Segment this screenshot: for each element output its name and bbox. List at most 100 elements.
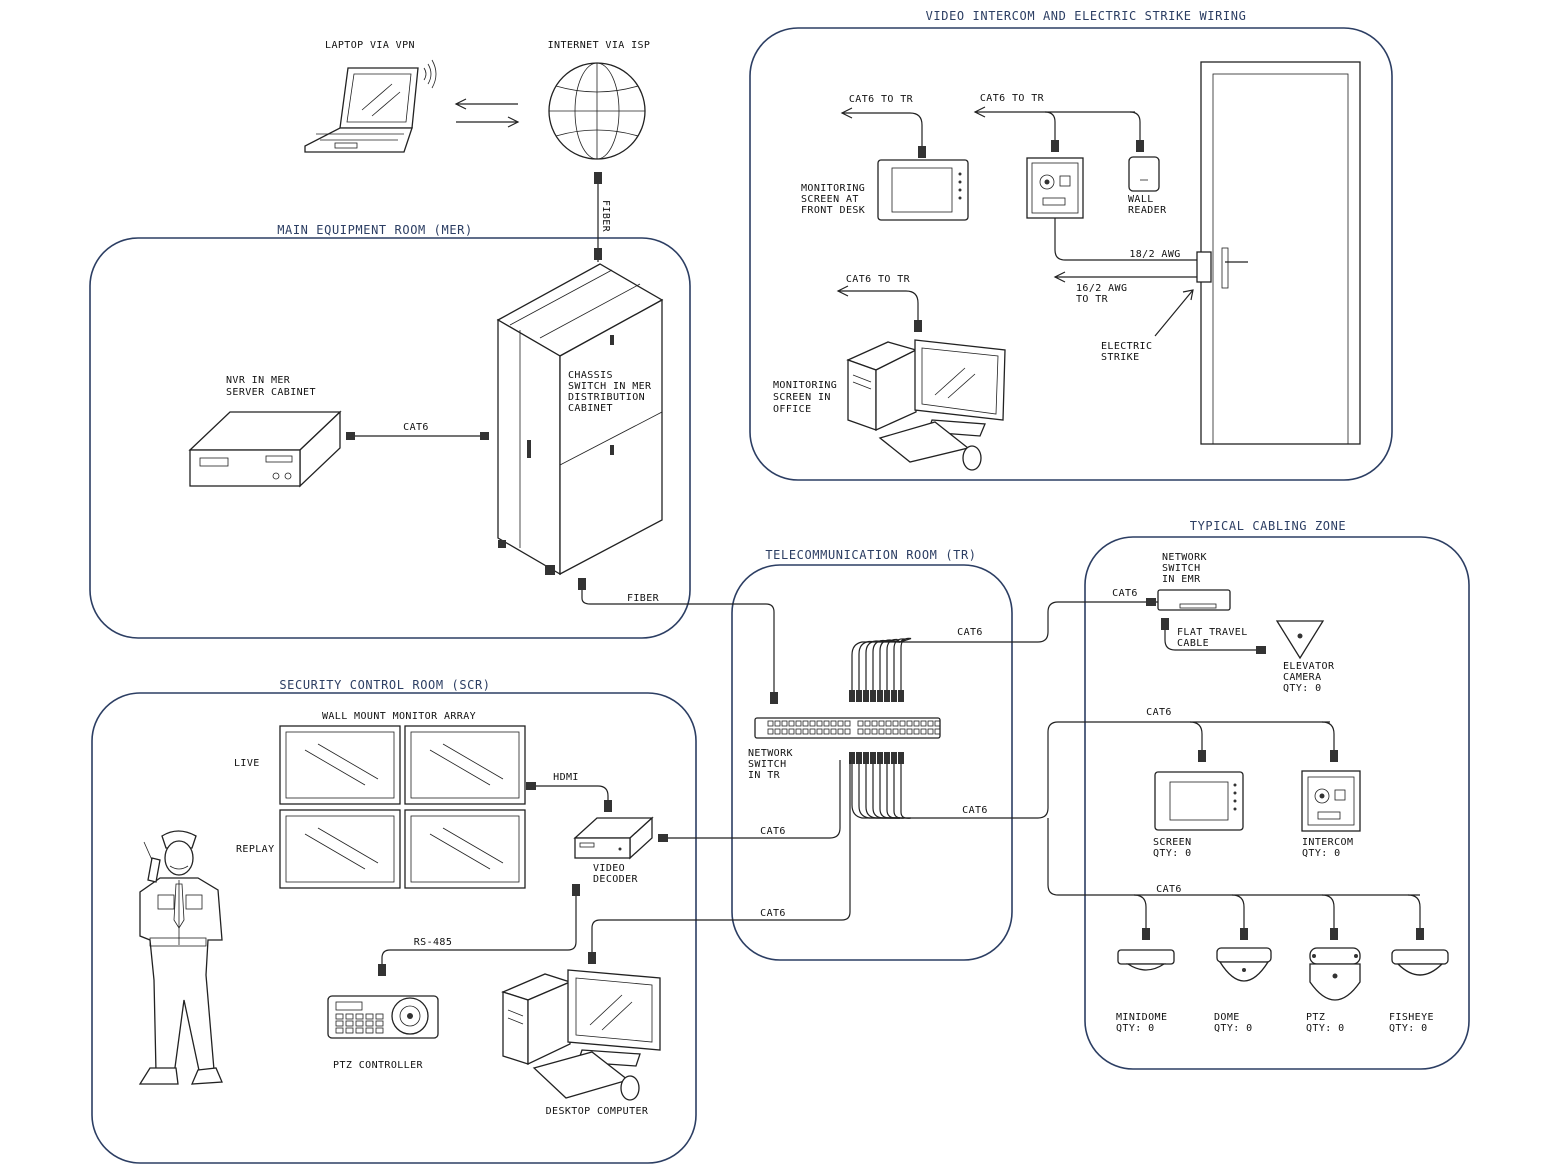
patch-plug-top [856,690,862,702]
switch-port [830,720,837,727]
screen-label-2: QTY: 0 [1153,848,1192,859]
switch-port [892,720,899,727]
intercom-label-1: INTERCOM [1302,837,1353,848]
dome-label-2: QTY: 0 [1214,1023,1253,1034]
monitor-array-label: WALL MOUNT MONITOR ARRAY [322,711,476,722]
patch-cable-bottom [872,758,900,819]
switch-port [795,728,802,735]
zone-intercom [749,27,1393,481]
elevator-label-1: ELEVATOR [1283,661,1335,672]
intercom-station-icon [1026,157,1084,219]
trunk-to-screens [900,721,1330,819]
decoder-cat6-cable [668,760,841,839]
ptz-key [365,1020,374,1027]
ptz-label-1: PTZ [1306,1012,1325,1023]
patch-plug-top [898,690,904,702]
ptz-key [335,1027,344,1034]
zone-title-cabling: TYPICAL CABLING ZONE [1190,519,1347,533]
elevator-label-2: CAMERA [1283,672,1322,683]
screen-icon [1154,771,1244,831]
switch-port [774,728,781,735]
emr-switch-label-2: SWITCH [1162,563,1201,574]
scr-cat6-b-label: CAT6 [760,908,786,919]
rs485-cable [381,888,577,968]
cat6-cable-a [909,112,923,150]
switch-port [927,728,934,735]
zone-title-mer: MAIN EQUIPMENT ROOM (MER) [277,223,473,237]
switch-port [920,720,927,727]
fisheye-camera-icon [1391,949,1449,976]
rs485-label: RS-485 [414,937,453,948]
ptz-key [375,1013,384,1020]
switch-port [934,728,941,735]
switch-port [864,720,871,727]
ptz-key [375,1027,384,1034]
switch-port [823,728,830,735]
nvr-cat6-cable [346,432,489,440]
ptz-label-2: QTY: 0 [1306,1023,1345,1034]
switch-port [906,728,913,735]
patch-plug-top [863,690,869,702]
cat6-to-tr-a-label: CAT6 TO TR [849,94,914,105]
minidome-camera-icon [1117,949,1175,971]
elevator-camera-icon [1275,620,1325,660]
emr-switch-icon [1157,589,1231,611]
tr-switch-label-2: SWITCH [748,759,787,770]
decoder-label-2: DECODER [593,874,639,885]
zone-tr [731,564,1013,961]
chassis-label-1: CHASSIS [568,370,613,381]
decoder-label-1: VIDEO [593,863,625,874]
fisheye-label-1: FISHEYE [1389,1012,1434,1023]
patch-cable-top [879,639,901,700]
patch-plug-top [877,690,883,702]
switch-port [816,720,823,727]
switch-port [934,720,941,727]
chassis-label-2: SWITCH IN MER [568,381,652,392]
trunk-to-cameras [1047,818,1420,896]
chassis-label-4: CABINET [568,403,613,414]
office-desktop-icon [846,339,1006,471]
zone-title-scr: SECURITY CONTROL ROOM (SCR) [279,678,490,692]
ptz-key [335,1013,344,1020]
scr-cat6-a-label: CAT6 [760,826,786,837]
zone-scr [91,692,697,1164]
switch-port [899,720,906,727]
cat6-to-tr-c-label: CAT6 TO TR [846,274,911,285]
office-label-1: MONITORING [773,380,837,391]
chassis-label-3: DISTRIBUTION [568,392,645,403]
front-desk-label-1: MONITORING [801,183,865,194]
switch-port [913,720,920,727]
switch-port [774,720,781,727]
elevator-label-3: QTY: 0 [1283,683,1322,694]
switch-port [837,728,844,735]
switch-port [788,720,795,727]
patch-cable-top [851,641,900,700]
minidome-label-2: QTY: 0 [1116,1023,1155,1034]
cabling-cat6-c-label: CAT6 [1156,884,1182,895]
zone-cabling [1084,536,1470,1070]
ptz-key [335,1020,344,1027]
desktop-cat6-cable [591,760,851,960]
laptop-label: LAPTOP VIA VPN [325,40,415,51]
hdmi-cable [528,785,609,806]
switch-port [767,720,774,727]
globe-icon [548,62,646,160]
intercom-icon [1301,770,1361,832]
office-label-3: OFFICE [773,404,812,415]
flat-cable-label-2: CABLE [1177,638,1209,649]
bidirectional-arrows [454,98,520,128]
switch-port [809,728,816,735]
cabling-cat6-b-label: CAT6 [1146,707,1172,718]
awg16-label-2: TO TR [1076,294,1109,305]
switch-port [878,720,885,727]
cat6-to-tr-b-label: CAT6 TO TR [980,93,1045,104]
patch-cable-bundle [849,637,912,819]
ptz-key [345,1020,354,1027]
switch-port [802,720,809,727]
switch-port [809,720,816,727]
ptz-key [375,1020,384,1027]
ptz-key [355,1027,364,1034]
nvr-cat6-label: CAT6 [403,422,429,433]
fiber-cable-mer-to-tr [578,578,778,704]
nvr-label-2: SERVER CABINET [226,387,316,398]
